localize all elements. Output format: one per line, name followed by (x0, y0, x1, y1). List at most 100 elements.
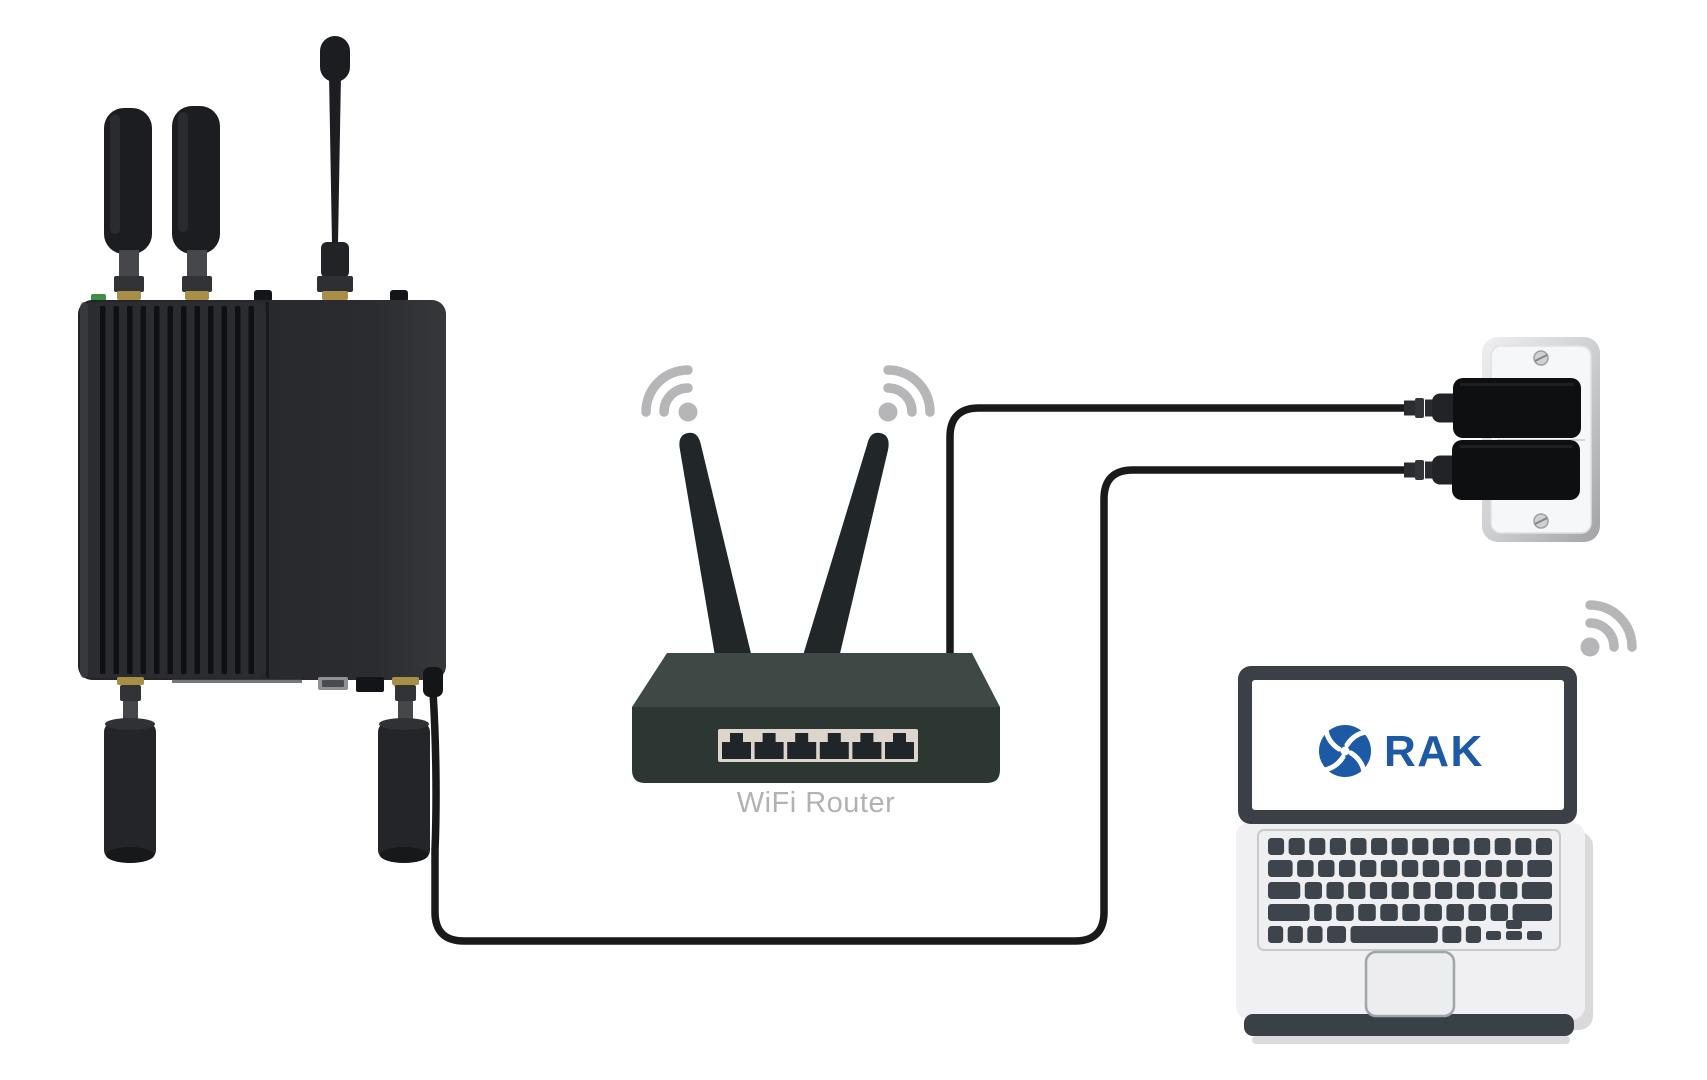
keyboard-key (1318, 860, 1335, 877)
laptop: RAK (1236, 666, 1593, 1044)
adapter-bottom-highlight (1459, 445, 1573, 448)
rak-logo-swirl-icon (1319, 725, 1371, 777)
keyboard-key (1443, 860, 1461, 877)
heatsink-fin (100, 306, 106, 674)
keyboard-key (1490, 904, 1509, 921)
wifi-icons (641, 365, 1637, 657)
gateway-paddle-antenna-2 (172, 106, 220, 300)
ethernet-port (754, 733, 784, 759)
keyboard-key (1327, 926, 1347, 943)
keyboard-key (1369, 882, 1388, 899)
wall-outlet (1452, 337, 1600, 542)
keyboard-key (1422, 860, 1440, 877)
keyboard-key (1358, 904, 1376, 921)
ethernet-port (852, 733, 882, 759)
keyboard-key (1350, 926, 1438, 943)
router-antenna-right (801, 432, 889, 662)
keyboard-key (1424, 904, 1442, 921)
keyboard-key (1359, 860, 1377, 877)
router-top-face (632, 653, 1000, 707)
keyboard-key (1412, 838, 1429, 855)
heatsink-fin (248, 306, 254, 674)
keyboard-key (1485, 860, 1502, 877)
rak-logo-text: RAK (1384, 727, 1484, 776)
keyboard-key (1268, 882, 1301, 899)
keyboard-key (1464, 860, 1481, 877)
gateway-paddle-antenna-1 (104, 108, 152, 300)
heatsink-fin (154, 306, 160, 674)
keyboard-key (1527, 860, 1552, 877)
keyboard-arrow-key (1506, 920, 1522, 929)
keyboard-key (1453, 838, 1470, 855)
keyboard-key (1391, 882, 1409, 899)
heatsink-fin (181, 306, 187, 674)
gateway-device (78, 36, 446, 863)
gateway-dc-plug-boot (423, 667, 443, 697)
keyboard-key (1446, 904, 1464, 921)
keyboard-key (1268, 860, 1293, 877)
keyboard-key (1435, 882, 1453, 899)
keyboard-key (1401, 860, 1419, 877)
keyboard-key (1535, 838, 1552, 855)
keyboard-key (1402, 904, 1420, 921)
keyboard-key (1268, 838, 1285, 855)
keyboard-key (1413, 882, 1431, 899)
keyboard-key (1391, 838, 1408, 855)
keyboard-key (1500, 882, 1518, 899)
wifi-signal-icon-right (878, 365, 935, 422)
keyboard-key (1287, 926, 1303, 943)
keyboard-key (1314, 904, 1332, 921)
router-port-holes (722, 733, 914, 759)
heatsink-fin (140, 306, 146, 674)
keyboard-key (1515, 838, 1532, 855)
heatsink-fin (235, 306, 241, 674)
keyboard-key (1456, 882, 1474, 899)
laptop-base-bar (1244, 1014, 1574, 1036)
keyboard-key (1268, 926, 1284, 943)
keyboard-key (1380, 904, 1398, 921)
heatsink-fin (221, 306, 227, 674)
keyboard-key (1309, 838, 1326, 855)
rak-logo: RAK (1319, 725, 1484, 777)
ethernet-port (722, 733, 751, 759)
keyboard-key (1474, 838, 1491, 855)
gateway-power-cable (429, 466, 1408, 945)
gateway-bottom-antenna-2 (378, 677, 430, 863)
adapter-top-highlight (1460, 383, 1574, 386)
power-adapter-bottom (1452, 440, 1580, 500)
wifi-router: WiFi Router (632, 432, 1000, 819)
outlet-screw-top (1533, 350, 1549, 366)
gateway-left-edge-highlight (80, 302, 88, 678)
router-power-cable (946, 404, 1408, 704)
keyboard-arrow-key (1486, 931, 1501, 940)
gateway-whip-antenna (317, 36, 353, 300)
router-label: WiFi Router (737, 787, 896, 819)
keyboard-key (1478, 882, 1496, 899)
keyboard-key (1468, 904, 1486, 921)
keyboard-key (1326, 882, 1344, 899)
keyboard-key (1336, 904, 1354, 921)
keyboard-key (1350, 838, 1367, 855)
heatsink-fin (208, 306, 214, 674)
wifi-signal-icon-laptop (1580, 600, 1637, 657)
power-adapter-top (1453, 378, 1581, 438)
laptop-keyboard (1268, 838, 1552, 943)
laptop-trackpad[interactable] (1364, 950, 1456, 1018)
keyboard-key (1442, 926, 1462, 943)
gateway-bottom-antenna-1 (104, 677, 156, 863)
gateway-heatsink-fins (100, 306, 254, 674)
keyboard-key (1512, 904, 1552, 921)
laptop-screen (1252, 680, 1564, 810)
keyboard-key (1432, 838, 1449, 855)
gateway-top-tab-1 (254, 290, 272, 302)
heatsink-fin (127, 306, 133, 674)
keyboard-key (1304, 882, 1322, 899)
keyboard-key (1506, 860, 1523, 877)
keyboard-key (1521, 882, 1552, 899)
keyboard-key (1371, 838, 1388, 855)
keyboard-arrow-key (1527, 931, 1542, 940)
laptop-base-shadow (1252, 1036, 1570, 1044)
keyboard-key (1494, 838, 1511, 855)
heatsink-fin (194, 306, 200, 674)
